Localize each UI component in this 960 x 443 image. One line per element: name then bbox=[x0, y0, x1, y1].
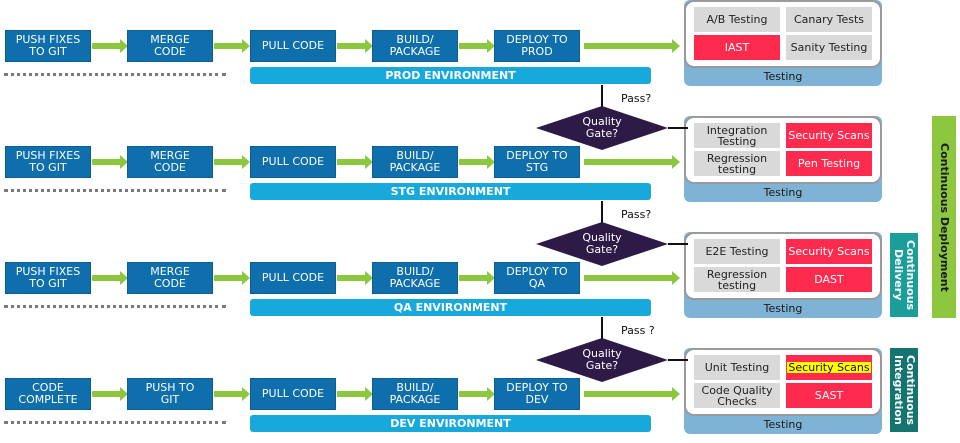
stg-test-cell: Integration Testing bbox=[694, 123, 780, 148]
stg-step-2: MERGE CODE bbox=[127, 146, 213, 178]
quality-gate-label: Quality Gate? bbox=[582, 115, 622, 140]
continuous-deployment-label: Continuous Deployment bbox=[938, 142, 951, 292]
prod-dotted-line bbox=[4, 73, 226, 79]
prod-step-4: BUILD/ PACKAGE bbox=[372, 30, 458, 62]
stg-arrow-icon bbox=[92, 155, 128, 169]
dev-arrow-icon bbox=[459, 387, 495, 401]
dev-step-3: PULL CODE bbox=[250, 378, 336, 410]
qa-arrow-icon bbox=[92, 271, 128, 285]
qa-step-5: DEPLOY TO QA bbox=[494, 262, 580, 294]
quality-gate-diamond-icon bbox=[536, 222, 668, 266]
stg-step-1: PUSH FIXES TO GIT bbox=[5, 146, 91, 178]
qa-to-testing-arrow-icon bbox=[584, 271, 680, 285]
prod-environment-bar: PROD ENVIRONMENT bbox=[250, 67, 651, 84]
dev-test-cell: Code Quality Checks bbox=[694, 383, 780, 408]
continuous-deployment-band: Continuous Deployment bbox=[932, 116, 956, 318]
dev-test-cell: Unit Testing bbox=[694, 355, 780, 380]
dev-step-4: BUILD/ PACKAGE bbox=[372, 378, 458, 410]
prod-arrow-icon bbox=[459, 39, 495, 53]
stg-step-4: BUILD/ PACKAGE bbox=[372, 146, 458, 178]
pass-label: Pass? bbox=[621, 208, 652, 221]
dev-to-testing-arrow-icon bbox=[584, 387, 680, 401]
prod-test-cell: IAST bbox=[694, 35, 780, 60]
continuous-delivery-band: Continuous Delivery bbox=[890, 233, 918, 317]
continuous-integration-band: Continuous Integration bbox=[890, 348, 918, 432]
stg-step-3: PULL CODE bbox=[250, 146, 336, 178]
dev-step-1: CODE COMPLETE bbox=[5, 378, 91, 410]
stg-to-testing-arrow-icon bbox=[584, 155, 680, 169]
stg-arrow-icon bbox=[459, 155, 495, 169]
dev-step-5: DEPLOY TO DEV bbox=[494, 378, 580, 410]
qa-test-cell: E2E Testing bbox=[694, 239, 780, 264]
qa-step-3: PULL CODE bbox=[250, 262, 336, 294]
stg-test-cell: Security Scans bbox=[786, 123, 872, 148]
stg-step-5: DEPLOY TO STG bbox=[494, 146, 580, 178]
continuous-integration-label: Continuous Integration bbox=[892, 354, 917, 426]
gate-to-testing-line bbox=[668, 127, 688, 129]
prod-to-testing-arrow-icon bbox=[584, 39, 680, 53]
dev-dotted-line bbox=[4, 421, 226, 427]
dev-arrow-icon bbox=[92, 387, 128, 401]
dev-test-cell: Security Scans bbox=[786, 355, 872, 380]
qa-test-cell: Security Scans bbox=[786, 239, 872, 264]
prod-arrow-icon bbox=[92, 39, 128, 53]
pass-label: Pass? bbox=[621, 92, 652, 105]
qa-dotted-line bbox=[4, 305, 226, 311]
prod-test-cell: A/B Testing bbox=[694, 7, 780, 32]
quality-gate-label: Quality Gate? bbox=[582, 231, 622, 256]
prod-step-2: MERGE CODE bbox=[127, 30, 213, 62]
dev-arrow-icon bbox=[337, 387, 373, 401]
qa-arrow-icon bbox=[214, 271, 250, 285]
prod-step-3: PULL CODE bbox=[250, 30, 336, 62]
dev-step-2: PUSH TO GIT bbox=[127, 378, 213, 410]
prod-test-cell: Sanity Testing bbox=[786, 35, 872, 60]
stg-testing-label: Testing bbox=[763, 186, 803, 199]
pass-label: Pass ? bbox=[621, 324, 655, 337]
prod-testing-label: Testing bbox=[763, 70, 803, 83]
qa-step-4: BUILD/ PACKAGE bbox=[372, 262, 458, 294]
prod-test-cell: Canary Tests bbox=[786, 7, 872, 32]
qa-arrow-icon bbox=[459, 271, 495, 285]
qa-test-cell: Regression testing bbox=[694, 267, 780, 292]
prod-step-1: PUSH FIXES TO GIT bbox=[5, 30, 91, 62]
stg-test-cell: Pen Testing bbox=[786, 151, 872, 176]
stg-arrow-icon bbox=[214, 155, 250, 169]
quality-gate-diamond-icon bbox=[536, 338, 668, 382]
qa-test-cell: DAST bbox=[786, 267, 872, 292]
quality-gate-diamond-icon bbox=[536, 106, 668, 150]
stg-arrow-icon bbox=[337, 155, 373, 169]
qa-environment-bar: QA ENVIRONMENT bbox=[250, 299, 651, 316]
dev-testing-label: Testing bbox=[763, 418, 803, 431]
quality-gate-label: Quality Gate? bbox=[582, 347, 622, 372]
highlighted-label: Security Scans bbox=[787, 361, 871, 374]
dev-test-cell: SAST bbox=[786, 383, 872, 408]
dev-arrow-icon bbox=[214, 387, 250, 401]
prod-step-5: DEPLOY TO PROD bbox=[494, 30, 580, 62]
qa-step-1: PUSH FIXES TO GIT bbox=[5, 262, 91, 294]
prod-arrow-icon bbox=[214, 39, 250, 53]
prod-arrow-icon bbox=[337, 39, 373, 53]
continuous-delivery-label: Continuous Delivery bbox=[892, 239, 917, 311]
qa-arrow-icon bbox=[337, 271, 373, 285]
gate-to-testing-line bbox=[668, 243, 688, 245]
qa-step-2: MERGE CODE bbox=[127, 262, 213, 294]
stg-dotted-line bbox=[4, 189, 226, 195]
qa-testing-label: Testing bbox=[763, 302, 803, 315]
stg-environment-bar: STG ENVIRONMENT bbox=[250, 183, 651, 200]
gate-to-testing-line bbox=[668, 359, 688, 361]
stg-test-cell: Regression testing bbox=[694, 151, 780, 176]
dev-environment-bar: DEV ENVIRONMENT bbox=[250, 415, 651, 432]
